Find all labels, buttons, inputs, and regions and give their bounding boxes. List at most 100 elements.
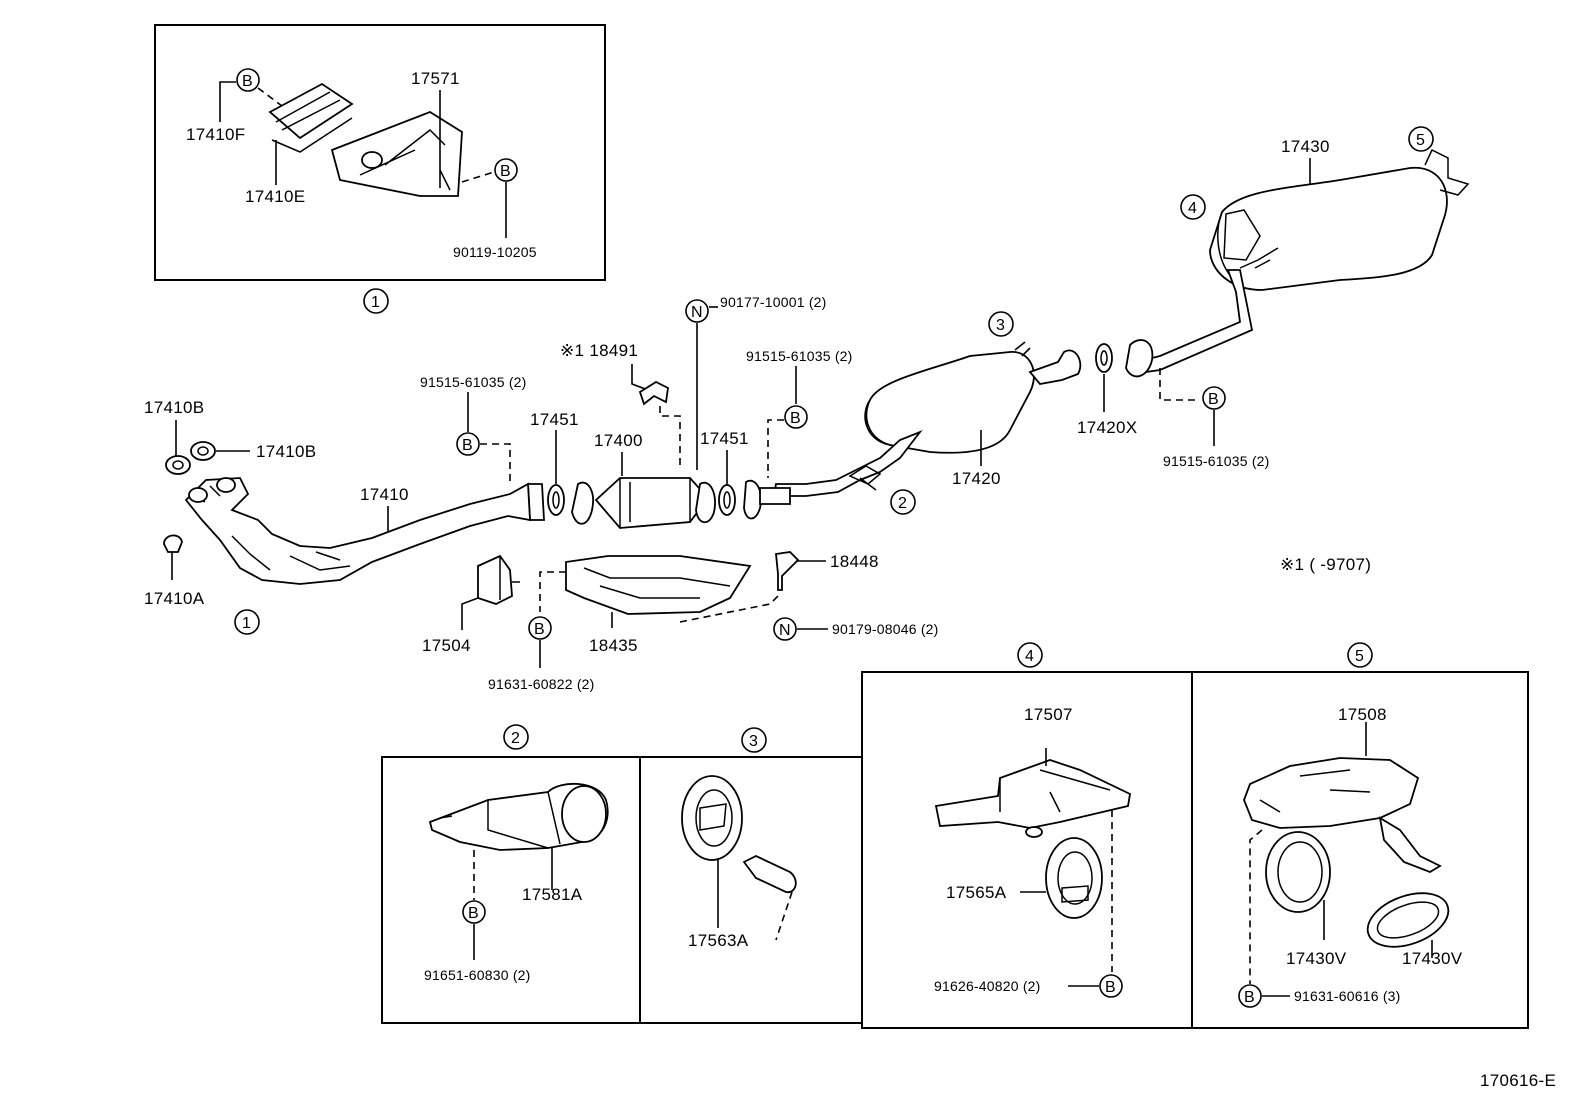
center-pipe-flange-part [743,479,762,520]
label-17430: 17430 [1281,137,1330,156]
label-17410E: 17410E [245,187,305,206]
label-17508: 17508 [1338,705,1387,724]
marker-n-text: N [779,622,791,639]
callout-1-text: 1 [242,615,251,632]
gasket-17420X-part [1095,343,1113,373]
exhaust-bracket-part [330,110,463,197]
callout-5-text: 5 [1355,648,1364,665]
label-17571: 17571 [411,69,460,88]
figure-id: 170616-E [1480,1071,1556,1090]
callout-4 [1017,642,1043,668]
label-17581A: 17581A [522,885,583,904]
exhaust-hanger-17565A-part [1045,837,1103,919]
marker-b [1099,974,1123,998]
label-91631-60616: 91631-60616 (3) [1294,988,1401,1004]
callout-4 [1180,194,1206,220]
callout-5 [1347,642,1373,668]
marker-b-text: B [468,905,479,922]
catalytic-converter-part [571,477,716,529]
label-90179-08046: 90179-08046 (2) [832,621,939,637]
marker-n [773,617,797,641]
detail-box-4 [861,671,1193,1029]
marker-b-text: B [500,163,511,180]
hanger-bracket-17507-part [934,759,1131,838]
marker-n [685,299,709,323]
marker-b-text: B [534,621,545,638]
marker-n-text: N [691,304,703,321]
detail-box-3 [639,756,863,1024]
label-91626-40820: 91626-40820 (2) [934,978,1041,994]
marker-b-text: B [1105,979,1116,996]
callout-1 [234,609,260,635]
gasket-17410B-a-part [165,455,191,475]
marker-b [494,158,518,182]
marker-b [462,900,486,924]
label-17420X: 17420X [1077,418,1137,437]
label-17410B-b: 17410B [256,442,316,461]
label-18448: 18448 [830,552,879,571]
hanger-ring-17430V-a-part [1265,831,1331,913]
label-17504: 17504 [422,636,471,655]
label-90177-10001: 90177-10001 (2) [720,294,827,310]
label-91651-60830: 91651-60830 (2) [424,967,531,983]
callout-3 [988,311,1014,337]
callout-2 [503,724,529,750]
exhaust-hanger-17563A-part [681,775,797,893]
marker-b-text: B [462,437,473,454]
marker-b [1202,386,1226,410]
detail-box-5 [1191,671,1529,1029]
label-17451-a: 17451 [530,410,579,429]
gasket-17410A-part [163,534,183,553]
callout-4-text: 4 [1025,648,1034,665]
front-exhaust-pipe-part [184,477,531,585]
hanger-bracket-17581A-part [428,782,609,851]
marker-b [236,68,260,92]
callout-2 [890,489,916,515]
callout-2-text: 2 [898,495,907,512]
heat-insulator-part [268,82,354,153]
callout-4-text: 4 [1188,200,1197,217]
gasket-17451-b-part [718,484,736,516]
hanger-bracket-17508-part [1243,757,1442,873]
callout-2-text: 2 [511,730,520,747]
label-17507: 17507 [1024,705,1073,724]
marker-b-text: B [1244,989,1255,1006]
label-17565A: 17565A [946,883,1007,902]
label-18491: ※1 18491 [560,341,638,360]
callout-1 [363,288,389,314]
clip-18491-part [638,380,669,406]
label-17420: 17420 [952,469,1001,488]
label-17410B-a: 17410B [144,398,204,417]
label-91515-61035-b: 91515-61035 (2) [746,348,853,364]
model-note: ※1 ( -9707) [1280,555,1371,574]
callout-5 [1408,126,1434,152]
detail-box-1 [154,24,606,281]
label-17410: 17410 [360,485,409,504]
callout-3-text: 3 [749,733,758,750]
label-17410F: 17410F [186,125,245,144]
tailpipe-flange-part [1125,339,1154,378]
marker-b [1238,984,1262,1008]
label-18435: 18435 [589,636,638,655]
callout-5-text: 5 [1416,132,1425,149]
marker-b [456,432,480,456]
label-17451-b: 17451 [700,429,749,448]
catalyst-heat-insulator-part [565,555,752,615]
bracket-17504-part [477,554,513,605]
marker-b-text: B [1208,391,1219,408]
callout-1-text: 1 [371,294,380,311]
label-17430V-b: 17430V [1402,949,1463,968]
hanger-ring-17430V-b-part [1366,892,1450,948]
marker-b [784,405,808,429]
center-muffler-part [772,349,1082,497]
tail-muffler-part [1142,148,1470,374]
label-17410A: 17410A [144,589,205,608]
label-91515-61035-c: 91515-61035 (2) [1163,453,1270,469]
callout-3-text: 3 [996,317,1005,334]
label-17430V-a: 17430V [1286,949,1347,968]
label-17400: 17400 [594,431,643,450]
gasket-17451-a-part [547,484,565,516]
callout-3 [741,727,767,753]
label-90119-10205: 90119-10205 [453,244,537,260]
